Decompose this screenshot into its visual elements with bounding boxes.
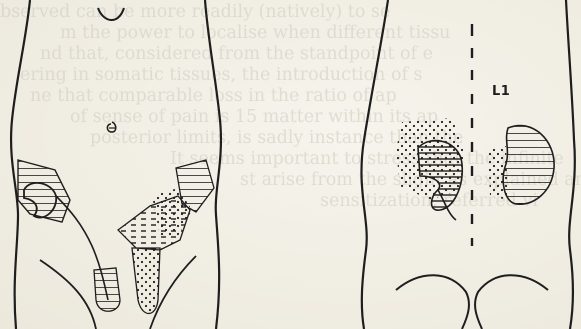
referred-pain-zone-groin [132,248,160,314]
referred-pain-zone-back-right-dots [488,146,508,200]
gluteal-right [475,275,548,329]
referred-pain-zone-right-strip [176,160,214,212]
torso-front [11,0,221,329]
chin-outline [98,8,124,20]
referred-pain-zone-back-left-kidney [418,141,462,211]
torso-back-right-outline [566,0,575,329]
referred-pain-zone-scrotal [94,268,120,311]
torso-back [361,0,574,329]
navel-icon [107,122,115,132]
vertebra-label-L1: L1 [492,84,510,99]
referred-pain-zone-back-right [503,126,554,205]
torso-back-left-outline [361,0,388,329]
gluteal-left [396,275,469,329]
groin-crease-left [40,260,96,329]
referred-pain-zone-left-flank [18,160,70,222]
